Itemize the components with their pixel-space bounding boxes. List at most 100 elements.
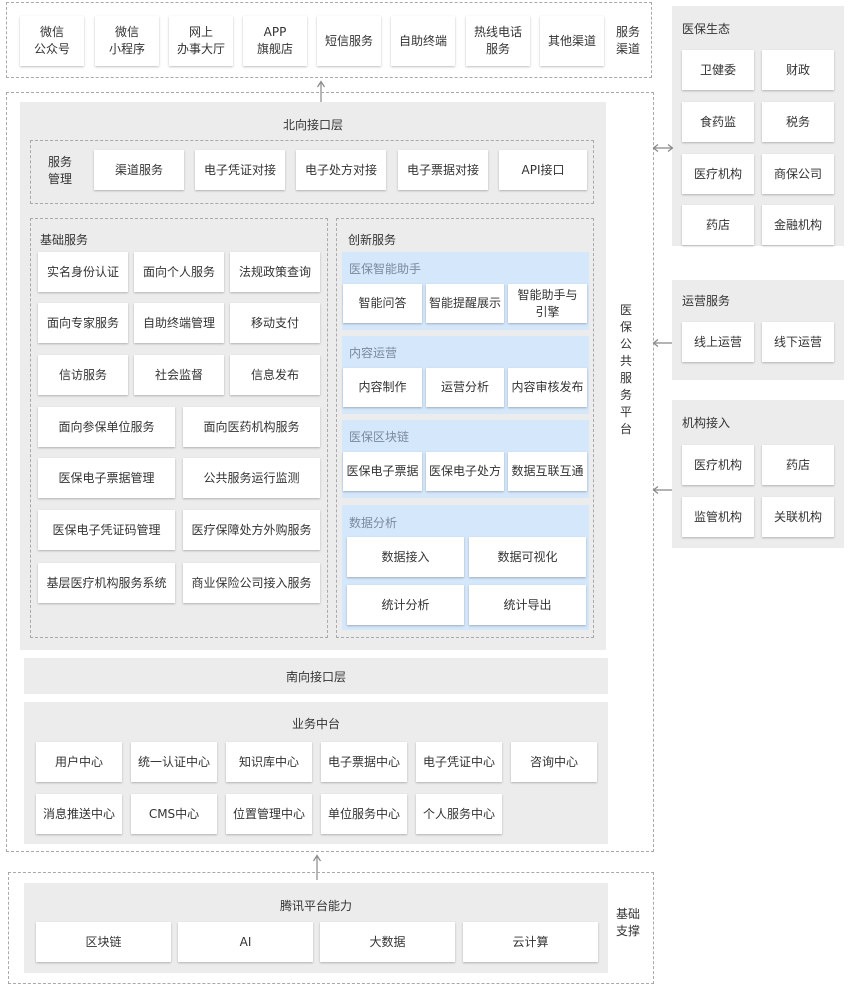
basic-item: 自助终端管理	[134, 303, 224, 343]
innovation-item: 医保电子票据	[343, 452, 422, 491]
innovation-item: 运营分析	[426, 368, 504, 407]
foundation-label: 基础 支撑	[615, 907, 640, 938]
middle-item: 位置管理中心	[226, 794, 312, 834]
basic-services-title: 基础服务	[40, 233, 89, 247]
middle-item: 知识库中心	[226, 742, 312, 782]
innovation-group-title: 数据分析	[349, 516, 398, 530]
ecosystem-item: 财政	[762, 50, 834, 90]
innovation-item: 数据可视化	[469, 537, 586, 577]
basic-services-region	[30, 218, 328, 638]
basic-item: 信息发布	[230, 355, 320, 395]
innovation-services-title: 创新服务	[348, 233, 397, 247]
basic-item: 社会监督	[134, 355, 224, 395]
basic-item: 法规政策查询	[230, 252, 320, 292]
innovation-item: 内容审核发布	[508, 368, 587, 407]
arrow-left-icon	[652, 486, 672, 494]
north-item-voucher: 电子凭证对接	[195, 150, 285, 190]
innovation-item: 数据互联互通	[508, 452, 587, 491]
basic-item: 医保电子票据管理	[38, 458, 175, 498]
tencent-platform-title: 腾讯平台能力	[279, 899, 352, 913]
middle-item: 个人服务中心	[416, 794, 502, 834]
south-interface-title: 南向接口层	[285, 670, 346, 684]
innovation-services-region	[336, 218, 594, 638]
innovation-item: 智能助手与 引擎	[508, 284, 587, 323]
access-title: 机构接入	[682, 416, 731, 430]
channel-other: 其他渠道	[540, 16, 604, 66]
middle-item: 电子票据中心	[321, 742, 407, 782]
north-item-prescription: 电子处方对接	[296, 150, 386, 190]
south-interface-panel	[24, 658, 608, 694]
basic-item: 移动支付	[230, 303, 320, 343]
middle-item: 消息推送中心	[36, 794, 122, 834]
arrow-up-icon	[316, 80, 326, 104]
middle-item: 统一认证中心	[131, 742, 217, 782]
double-arrow-icon	[652, 144, 674, 152]
innovation-group-title: 医保智能助手	[349, 262, 422, 276]
ecosystem-item: 金融机构	[762, 205, 834, 245]
channel-app: APP 旗舰店	[243, 16, 307, 66]
middle-item: 电子凭证中心	[416, 742, 502, 782]
service-mgmt-label: 服务 管理	[47, 155, 72, 186]
operations-title: 运营服务	[682, 294, 731, 308]
ecosystem-item: 医疗机构	[682, 154, 754, 194]
innovation-item: 智能问答	[343, 284, 422, 323]
access-item: 监管机构	[682, 497, 754, 537]
innovation-group-title: 医保区块链	[349, 430, 410, 444]
service-channels-label: 服务 渠道	[615, 25, 640, 56]
middle-item: 用户中心	[36, 742, 122, 782]
middle-item: 单位服务中心	[321, 794, 407, 834]
innovation-item: 数据接入	[347, 537, 464, 577]
access-item: 关联机构	[762, 497, 834, 537]
foundation-item-bigdata: 大数据	[320, 922, 455, 962]
service-channels-region	[6, 2, 652, 78]
innovation-item: 内容制作	[343, 368, 422, 407]
platform-region	[6, 92, 654, 852]
middle-item: 咨询中心	[511, 742, 597, 782]
ecosystem-item: 药店	[682, 205, 754, 245]
channel-hotline: 热线电话 服务	[466, 16, 530, 66]
basic-item: 面向个人服务	[134, 252, 224, 292]
ecosystem-item: 卫健委	[682, 50, 754, 90]
operations-item: 线下运营	[762, 322, 834, 362]
operations-item: 线上运营	[682, 322, 754, 362]
channel-sms: 短信服务	[317, 16, 381, 66]
foundation-item-cloud: 云计算	[463, 922, 598, 962]
north-item-api: API接口	[499, 150, 587, 190]
basic-item: 基层医疗机构服务系统	[38, 563, 175, 603]
foundation-region	[8, 872, 654, 984]
foundation-item-ai: AI	[178, 922, 313, 962]
basic-item: 商业保险公司接入服务	[183, 563, 320, 603]
ecosystem-item: 食药监	[682, 102, 754, 142]
innovation-item: 统计导出	[469, 585, 586, 625]
business-middle-title: 业务中台	[291, 717, 340, 731]
access-item: 医疗机构	[682, 445, 754, 485]
service-mgmt-region	[30, 140, 594, 204]
basic-item: 医保电子凭证码管理	[38, 510, 175, 550]
north-interface-title: 北向接口层	[282, 118, 343, 132]
arrow-left-icon	[652, 339, 672, 347]
foundation-item-blockchain: 区块链	[36, 922, 171, 962]
channel-wechat-miniprogram: 微信 小程序	[95, 16, 159, 66]
innovation-group-title: 内容运营	[349, 346, 398, 360]
channel-kiosk: 自助终端	[391, 16, 455, 66]
ecosystem-title: 医保生态	[682, 22, 731, 36]
ecosystem-item: 税务	[762, 102, 834, 142]
channel-wechat-official: 微信 公众号	[20, 16, 84, 66]
channel-online-hall: 网上 办事大厅	[169, 16, 233, 66]
ecosystem-item: 商保公司	[762, 154, 834, 194]
innovation-item: 统计分析	[347, 585, 464, 625]
basic-item: 实名身份认证	[38, 252, 128, 292]
basic-item: 面向专家服务	[38, 303, 128, 343]
north-item-channel: 渠道服务	[94, 150, 184, 190]
middle-item: CMS中心	[131, 794, 217, 834]
arrow-up-icon	[312, 854, 322, 880]
platform-label: 医 保 公 共 服 务 平 台	[619, 303, 632, 436]
basic-item: 面向医药机构服务	[183, 407, 320, 447]
basic-item: 公共服务运行监测	[183, 458, 320, 498]
innovation-item: 医保电子处方	[426, 452, 504, 491]
basic-item: 面向参保单位服务	[38, 407, 175, 447]
innovation-item: 智能提醒展示	[426, 284, 504, 323]
basic-item: 信访服务	[38, 355, 128, 395]
north-item-bill: 电子票据对接	[398, 150, 488, 190]
access-item: 药店	[762, 445, 834, 485]
